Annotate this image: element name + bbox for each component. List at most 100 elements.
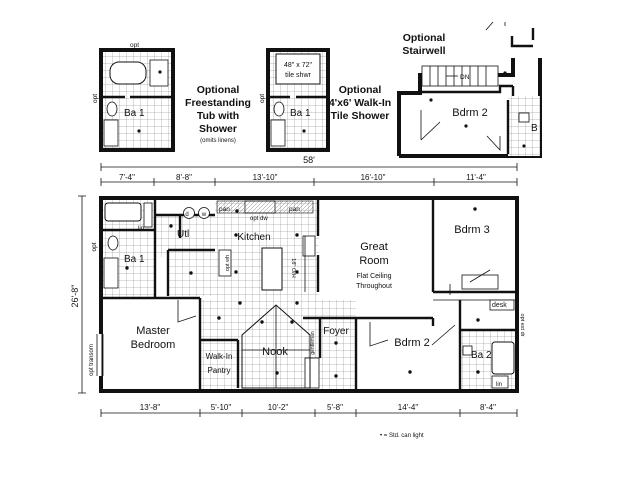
transom-window xyxy=(96,334,104,376)
bath-label: Ba 1 xyxy=(290,108,311,119)
wall-outline xyxy=(266,48,330,152)
bdrm3-label: Bdrm 3 xyxy=(454,224,489,236)
opt-top-label: opt xyxy=(130,42,139,49)
nook-bay xyxy=(241,304,311,389)
ba1-label: Ba 1 xyxy=(124,254,145,265)
kitchen-label: Kitchen xyxy=(237,232,270,243)
linen-closet-ba2 xyxy=(491,375,509,389)
sink-icon xyxy=(518,112,530,123)
top-dimension: 7'-4" xyxy=(119,173,135,182)
can-light xyxy=(503,71,507,75)
master-bedroom-label: Bedroom xyxy=(131,339,176,351)
overall-depth-label: 26'-8" xyxy=(70,285,80,308)
door-swing xyxy=(486,135,501,152)
toilet-icon xyxy=(273,101,285,117)
kitchen-counter xyxy=(216,200,314,214)
shower-type-label: tile shwr xyxy=(285,72,311,79)
great-room-label: Room xyxy=(359,255,388,267)
closet-note: gentleman xyxy=(310,331,316,355)
bathtub-ba2 xyxy=(491,341,515,375)
fixtures xyxy=(96,200,515,389)
opt-ext-door-label: opt ext dr xyxy=(519,314,525,337)
bedroom-label: Bdrm 2 xyxy=(452,107,487,119)
can-light xyxy=(302,129,306,133)
option-title-line: Freestanding xyxy=(185,97,251,109)
fixture-labels: pan pan opt dw lin lin desk opt transom … xyxy=(89,206,525,388)
wall-outline xyxy=(99,48,175,152)
dryer-label: d xyxy=(185,212,188,218)
tile-floors xyxy=(101,200,517,390)
can-light xyxy=(522,144,526,148)
pan-label: pan xyxy=(289,206,300,213)
top-dimension: 13'-10" xyxy=(253,173,278,182)
pantry-label: Walk-In xyxy=(206,352,233,361)
bottom-dimension: 5'-10" xyxy=(211,403,232,412)
dimension-top-segments: 7'-4" 8'-8" 13'-10" 16'-10" 11'-4" xyxy=(100,173,518,186)
overall-width-label: 58' xyxy=(303,155,315,165)
washer-icon xyxy=(198,207,210,219)
vanity xyxy=(103,257,119,289)
option-freestanding-tub: opt opt Ba 1 Optional Freestanding Tub w… xyxy=(92,42,251,152)
option-title-line: Optional xyxy=(339,84,382,96)
stair-direction: DN xyxy=(460,74,470,81)
option-title-line: Stairwell xyxy=(402,45,445,57)
desk-label: desk xyxy=(492,302,507,309)
door-swing xyxy=(420,110,441,141)
option-title-line: 4'x6' Walk-In xyxy=(329,97,391,109)
dimension-overall-depth: 26'-8" xyxy=(70,195,86,394)
legend: • = Std. can light xyxy=(380,433,424,439)
island-overhang-label: 18" O/H xyxy=(290,258,296,277)
can-lights xyxy=(125,207,480,378)
dimension-bottom-segments: 13'-8" 5'-10" 10'-2" 5'-8" 14'-4" 8'-4" xyxy=(100,403,518,417)
edge-walls xyxy=(510,28,535,48)
bathtub-ba1 xyxy=(104,202,142,222)
bottom-dimension: 8'-4" xyxy=(480,403,496,412)
opt-wh-label: opt wh xyxy=(225,255,231,271)
opt-transom-label: opt transom xyxy=(89,344,95,376)
option-note: (omits linens) xyxy=(200,138,236,144)
vanity xyxy=(270,119,286,147)
range xyxy=(218,249,232,277)
toilet-icon xyxy=(107,235,119,251)
interior-wall xyxy=(420,84,515,100)
bottom-dimension: 5'-8" xyxy=(327,403,343,412)
option-walk-in-shower: 48" x 72" tile shwr opt Ba 1 Optional 4'… xyxy=(259,48,391,152)
linen-label: lin xyxy=(496,382,502,388)
room-labels: Kitchen Great Room Flat Ceiling Througho… xyxy=(124,224,492,375)
can-light xyxy=(464,124,468,128)
shower-size-label: 48" x 72" xyxy=(284,62,312,69)
option-title-line: Shower xyxy=(199,123,237,135)
option-title-line: Tub with xyxy=(197,110,239,122)
linen-label: lin xyxy=(138,226,144,232)
exterior-wall xyxy=(99,196,519,393)
master-bedroom-label: Master xyxy=(136,325,170,337)
great-room-label: Great xyxy=(360,241,388,253)
tile-shower xyxy=(275,53,321,85)
opt-label: opt xyxy=(91,242,98,251)
pantry-label: Pantry xyxy=(207,366,230,375)
opt-side-label: opt xyxy=(92,94,99,103)
option-title-line: Optional xyxy=(197,84,240,96)
linen-closet xyxy=(143,202,153,228)
door-swing xyxy=(369,322,456,347)
door-swing xyxy=(449,269,491,295)
can-light xyxy=(137,129,141,133)
bath-label: Ba 1 xyxy=(124,108,145,119)
door-swing xyxy=(177,300,197,323)
option-title-line: Tile Shower xyxy=(331,110,390,122)
top-dimension: 8'-8" xyxy=(176,173,192,182)
option-title-line: Optional xyxy=(403,32,446,44)
freestanding-tub xyxy=(109,61,147,85)
great-room-note: Throughout xyxy=(356,283,392,290)
opt-side-label: opt xyxy=(259,94,266,103)
can-light xyxy=(158,70,162,74)
option-stairwell: Optional Stairwell DN Bdrm 2 B xyxy=(397,21,542,158)
top-dimension: 11'-4" xyxy=(466,173,486,182)
edge-marks xyxy=(485,21,506,31)
vanity xyxy=(103,119,119,147)
washer-label: w xyxy=(201,212,207,218)
top-dimension: 16'-10" xyxy=(361,173,386,182)
utility-label: Utl xyxy=(177,229,189,240)
desk xyxy=(489,299,515,311)
